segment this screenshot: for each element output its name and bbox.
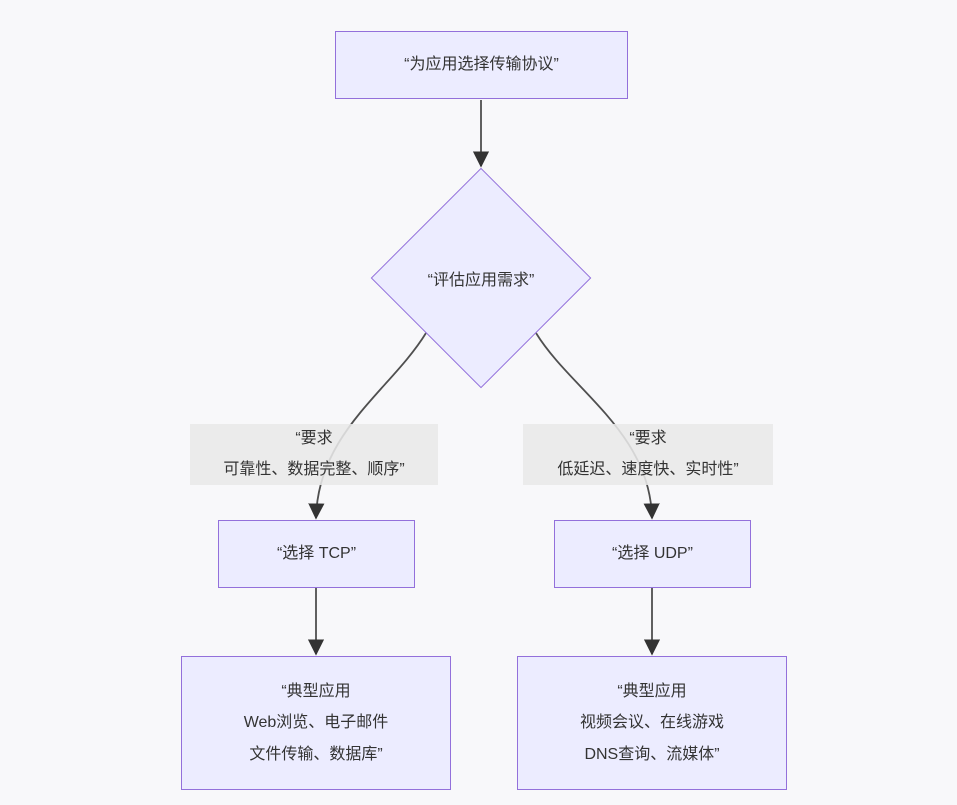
edge-label-line: “要求 <box>295 429 333 447</box>
node-tcp-label: “选择 TCP” <box>276 545 357 563</box>
edge-label-udp-branch: “要求 低延迟、速度快、实时性” <box>523 424 773 485</box>
node-tcp: “选择 TCP” <box>218 520 415 588</box>
node-udp-apps-line: “典型应用 <box>617 683 687 701</box>
edge-label-tcp-branch: “要求 可靠性、数据完整、顺序” <box>190 424 438 485</box>
edge-label-line: 可靠性、数据完整、顺序” <box>223 460 405 478</box>
edge-decision-tcp <box>308 332 427 520</box>
node-udp-apps-line: DNS查询、流媒体” <box>584 745 720 763</box>
node-decision-label: “评估应用需求” <box>427 272 535 289</box>
node-udp: “选择 UDP” <box>554 520 751 588</box>
node-udp-label: “选择 UDP” <box>612 545 693 563</box>
node-start: “为应用选择传输协议” <box>335 31 628 99</box>
edge-decision-udp <box>535 332 660 520</box>
edge-label-line: 低延迟、速度快、实时性” <box>557 460 739 478</box>
node-tcp-apps-line: “典型应用 <box>281 683 351 701</box>
node-tcp-apps-line: 文件传输、数据库” <box>249 745 383 763</box>
node-udp-apps-line: 视频会议、在线游戏 <box>579 714 724 732</box>
node-tcp-apps-line: Web浏览、电子邮件 <box>243 714 389 732</box>
node-tcp-apps: “典型应用 Web浏览、电子邮件 文件传输、数据库” <box>181 656 451 790</box>
edge-label-line: “要求 <box>629 429 667 447</box>
node-start-label: “为应用选择传输协议” <box>404 56 559 74</box>
node-decision: “评估应用需求” <box>381 262 581 294</box>
node-udp-apps: “典型应用 视频会议、在线游戏 DNS查询、流媒体” <box>517 656 787 790</box>
